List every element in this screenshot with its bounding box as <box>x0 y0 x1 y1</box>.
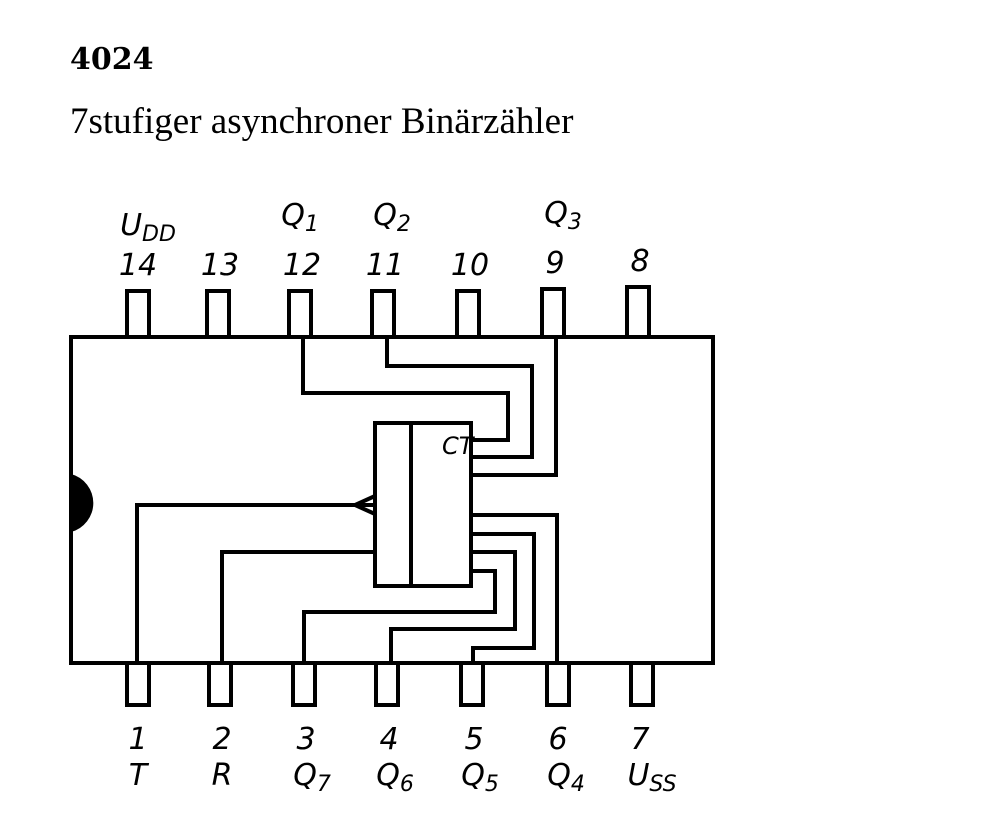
pin-11-number: 11 <box>365 248 405 283</box>
pin-14-name: UDD <box>120 208 176 247</box>
pin-6-name: Q4 <box>547 758 585 797</box>
pin-5-number: 5 <box>464 722 484 757</box>
counter-label: CT <box>442 432 474 460</box>
wire-q5 <box>471 532 536 663</box>
pin-3 <box>291 661 317 707</box>
orientation-notch <box>71 474 94 532</box>
pin-1 <box>125 661 151 707</box>
pin-4-name: Q6 <box>376 758 414 797</box>
pin-4-number: 4 <box>379 722 399 757</box>
wire-clock-t <box>135 503 375 663</box>
pin-12-number: 12 <box>282 248 322 283</box>
wire-q4 <box>471 513 559 663</box>
pin-9 <box>540 287 566 339</box>
pin-8 <box>625 285 651 339</box>
wire-q2 <box>385 337 534 459</box>
pin-13 <box>205 289 231 339</box>
pin-1-name: T <box>128 758 148 793</box>
pin-2 <box>207 661 233 707</box>
pin-11-name: Q2 <box>373 198 411 237</box>
pin-3-number: 3 <box>296 722 316 757</box>
pin-12 <box>287 289 313 339</box>
pin-9-name: Q3 <box>544 196 582 235</box>
pin-14-number: 14 <box>118 248 158 283</box>
pin-5 <box>459 661 485 707</box>
pin-2-number: 2 <box>212 722 232 757</box>
wire-q6 <box>389 550 517 663</box>
pin-14 <box>125 289 151 339</box>
pin-7-number: 7 <box>630 722 650 757</box>
pin-13-number: 13 <box>200 248 240 283</box>
pin-7 <box>629 661 655 707</box>
pin-11 <box>370 289 396 339</box>
pin-12-name: Q1 <box>281 198 319 237</box>
pin-8-number: 8 <box>630 244 650 279</box>
pin-6-number: 6 <box>548 722 568 757</box>
pin-2-name: R <box>211 758 233 793</box>
chip-description: 7stufiger asynchroner Binärzähler <box>70 101 574 142</box>
pin-10-number: 10 <box>450 248 490 283</box>
clock-input-triangle <box>350 494 376 516</box>
wire-q3 <box>471 337 558 477</box>
pin-9-number: 9 <box>545 246 565 281</box>
pin-6 <box>545 661 571 707</box>
chip-package <box>69 335 715 665</box>
pin-5-name: Q5 <box>461 758 499 797</box>
pin-1-number: 1 <box>128 722 148 757</box>
wire-q1 <box>301 337 510 442</box>
pin-10 <box>455 289 481 339</box>
pin-7-name: USS <box>627 758 677 797</box>
wire-q7 <box>302 569 497 663</box>
pin-3-name: Q7 <box>293 758 331 797</box>
chip-number: 4024 <box>70 42 154 77</box>
pin-4 <box>374 661 400 707</box>
wire-reset <box>220 550 375 663</box>
